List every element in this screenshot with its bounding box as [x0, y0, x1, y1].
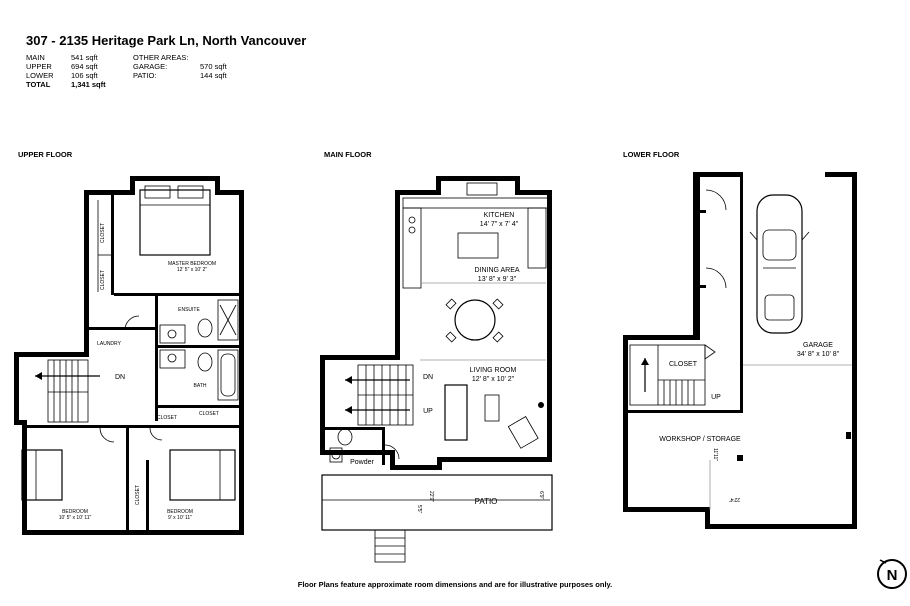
upper-closet-5-label: CLOSET [135, 485, 141, 505]
disclaimer-footnote: Floor Plans feature approximate room dim… [297, 580, 613, 589]
garage-label: GARAGE [803, 342, 833, 349]
listing-title: 307 - 2135 Heritage Park Ln, North Vanco… [26, 33, 307, 48]
patio-outline [321, 474, 553, 563]
dining-label: DINING AREA [474, 267, 519, 274]
lower-closet-stair-icon [629, 344, 716, 406]
patio-dim-2: 5'5" [416, 505, 422, 514]
kitchen-counters-icon [402, 182, 549, 289]
lower-dim-h: 22'4" [729, 496, 740, 502]
lower-floor-plan: CLOSET GARAGE 34' 8" x 10' 8" UP WORKSHO… [623, 172, 857, 529]
compass-letter: N [887, 567, 898, 584]
patio-dim-3: 6'9" [538, 491, 544, 500]
upper-closet-2-label: CLOSET [100, 270, 106, 290]
kitchen-dims: 14' 7" x 7' 4" [480, 221, 519, 228]
ensuite-label: ENSUITE [178, 307, 200, 313]
powder-label: Powder [350, 459, 374, 466]
lower-floor-label: LOWER FLOOR [623, 150, 680, 159]
upper-floor-label: UPPER FLOOR [18, 150, 73, 159]
bedroom-2-label: BEDROOM [167, 509, 193, 515]
bedroom-1-bed-icon [21, 449, 63, 501]
bath-label: BATH [194, 383, 207, 389]
upper-closet-4-label: CLOSET [199, 411, 219, 417]
master-bedroom-dims: 12' 5" x 10' 2" [177, 267, 207, 273]
area-row-main: MAIN 541 sqft OTHER AREAS: [26, 53, 189, 62]
area-summary: MAIN 541 sqft OTHER AREAS: UPPER 694 sqf… [26, 53, 240, 89]
master-bedroom-label: MASTER BEDROOM [168, 261, 216, 267]
dining-table-icon [445, 298, 504, 343]
area-row-lower: LOWER 106 sqft PATIO: 144 sqft [26, 71, 227, 80]
garage-dims: 34' 8" x 10' 8" [797, 351, 840, 358]
master-bed-icon [139, 185, 211, 256]
car-icon [749, 194, 810, 334]
patio-label: PATIO [475, 497, 498, 506]
area-row-upper: UPPER 694 sqft GARAGE: 570 sqft [26, 62, 227, 71]
area-row-total: TOTAL 1,341 sqft [26, 80, 106, 89]
bedroom-1-label: BEDROOM [62, 509, 88, 515]
lower-dim-v: 11'11" [712, 448, 718, 461]
main-stair-icon [345, 364, 414, 426]
upper-floor-plan: CLOSET CLOSET MASTER BEDROOM 12' 5" x 10… [14, 176, 244, 535]
kitchen-label: KITCHEN [484, 212, 515, 219]
patio-dim-1: 22'9" [428, 491, 434, 502]
workshop-label: WORKSHOP / STORAGE [659, 436, 741, 443]
upper-stair-icon [35, 359, 100, 423]
main-dn-label: DN [423, 374, 433, 381]
ensuite-fixtures-icon [159, 299, 239, 344]
bedroom-2-bed-icon [169, 449, 236, 501]
upper-closet-3-label: CLOSET [157, 415, 177, 421]
main-floor-plan: KITCHEN 14' 7" x 7' 4" DINING AREA 13' 8… [320, 176, 553, 563]
upper-closet-1-label: CLOSET [100, 223, 106, 243]
lower-up-label: UP [711, 394, 721, 401]
bath-fixtures-icon [159, 349, 239, 401]
upper-outer-walls [14, 176, 244, 535]
lower-closet-label: CLOSET [669, 361, 698, 368]
dining-dims: 13' 8" x 9' 3" [478, 276, 517, 283]
living-room-dims: 12' 8" x 10' 2" [472, 376, 515, 383]
living-room-furniture-icon [444, 384, 544, 449]
north-compass-icon: N [877, 559, 907, 589]
upper-dn-label: DN [115, 374, 125, 381]
laundry-label: LAUNDRY [97, 341, 121, 347]
main-floor-label: MAIN FLOOR [324, 150, 372, 159]
main-up-label: UP [423, 408, 433, 415]
bedroom-1-dims: 10' 5" x 10' 11" [59, 515, 92, 521]
bedroom-2-dims: 9' x 10' 11" [168, 515, 192, 521]
living-room-label: LIVING ROOM [470, 367, 517, 374]
powder-fixtures-icon [329, 428, 353, 463]
